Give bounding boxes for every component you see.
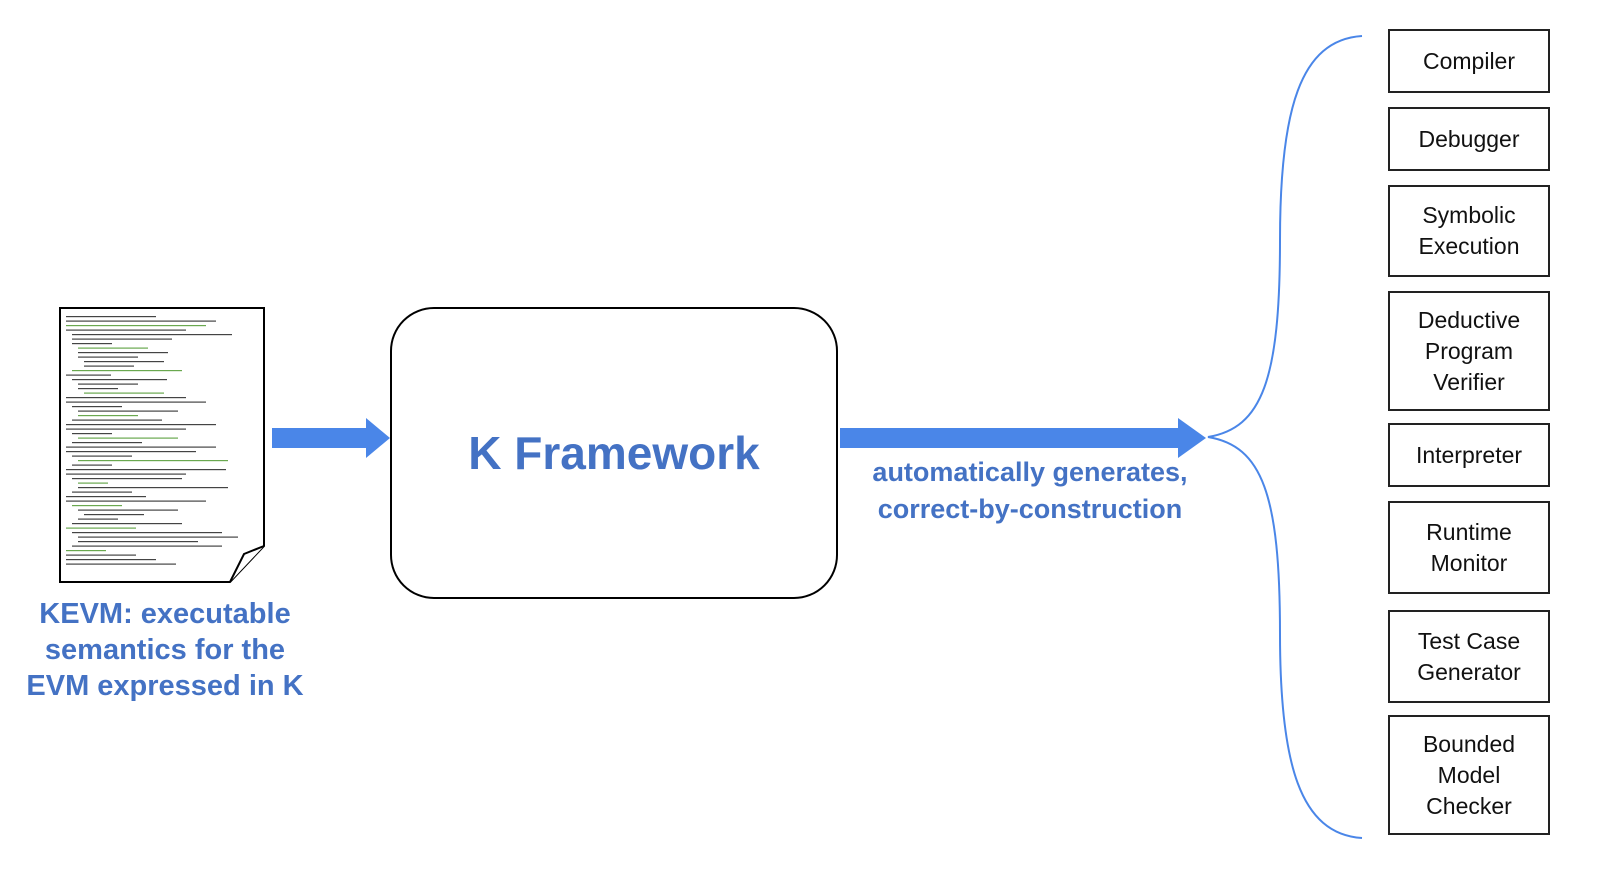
code-line <box>66 320 216 322</box>
code-line <box>78 487 228 489</box>
code-line <box>66 554 136 556</box>
code-line <box>66 446 216 448</box>
code-line <box>72 464 112 466</box>
code-line <box>66 424 216 426</box>
code-line <box>72 343 112 345</box>
code-line <box>72 338 172 340</box>
code-line <box>72 406 122 408</box>
code-line <box>66 559 156 561</box>
code-line <box>66 397 186 399</box>
code-line <box>84 365 134 367</box>
tools-brace <box>1207 35 1363 839</box>
tool-box-interpreter: Interpreter <box>1388 423 1550 487</box>
code-line <box>72 419 162 421</box>
code-line <box>72 505 122 507</box>
doc-caption: KEVM: executable semantics for the EVM e… <box>26 598 304 702</box>
code-line <box>72 334 232 336</box>
code-line <box>66 428 186 430</box>
input-arrow <box>272 418 390 458</box>
code-line <box>78 356 138 358</box>
code-line <box>78 352 168 354</box>
tool-box-test-case-generator: Test Case Generator <box>1388 610 1550 703</box>
code-line <box>84 392 164 394</box>
code-line <box>78 482 108 484</box>
code-line <box>66 496 146 498</box>
code-line <box>66 550 106 552</box>
k-framework-box: K Framework <box>390 307 838 599</box>
code-line <box>78 347 148 349</box>
code-line <box>72 532 222 534</box>
output-arrow <box>840 418 1206 458</box>
code-line <box>78 410 178 412</box>
code-line <box>66 329 186 331</box>
k-framework-title: K Framework <box>468 427 760 479</box>
code-line <box>72 442 142 444</box>
code-line <box>72 523 182 525</box>
code-line <box>78 541 198 543</box>
code-line <box>72 545 222 547</box>
tool-box-deductive-program-verifier: Deductive Program Verifier <box>1388 291 1550 411</box>
code-line <box>72 491 132 493</box>
tool-box-runtime-monitor: Runtime Monitor <box>1388 501 1550 594</box>
tool-box-debugger: Debugger <box>1388 107 1550 171</box>
code-line <box>78 460 228 462</box>
code-document-icon <box>59 307 265 583</box>
code-line <box>66 401 206 403</box>
tool-box-bounded-model-checker: Bounded Model Checker <box>1388 715 1550 835</box>
code-lines <box>66 316 238 565</box>
code-line <box>78 388 118 390</box>
tool-box-symbolic-execution: Symbolic Execution <box>1388 185 1550 277</box>
code-line <box>72 370 182 372</box>
code-line <box>66 527 136 529</box>
code-line <box>72 433 112 435</box>
code-line <box>78 509 178 511</box>
code-line <box>78 437 178 439</box>
code-line <box>66 473 186 475</box>
code-line <box>84 361 164 363</box>
code-line <box>66 500 206 502</box>
code-line <box>66 325 206 327</box>
code-line <box>78 383 138 385</box>
code-line <box>66 563 176 565</box>
code-line <box>84 514 144 516</box>
tool-box-compiler: Compiler <box>1388 29 1550 93</box>
code-line <box>78 518 118 520</box>
generation-label: automatically generates, correct-by-cons… <box>872 457 1188 524</box>
code-line <box>66 316 156 318</box>
code-line <box>72 455 132 457</box>
code-line <box>72 379 167 381</box>
code-line <box>78 536 238 538</box>
code-line <box>72 478 182 480</box>
code-line <box>78 415 138 417</box>
code-line <box>66 451 196 453</box>
code-line <box>66 469 226 471</box>
code-line <box>66 374 111 376</box>
